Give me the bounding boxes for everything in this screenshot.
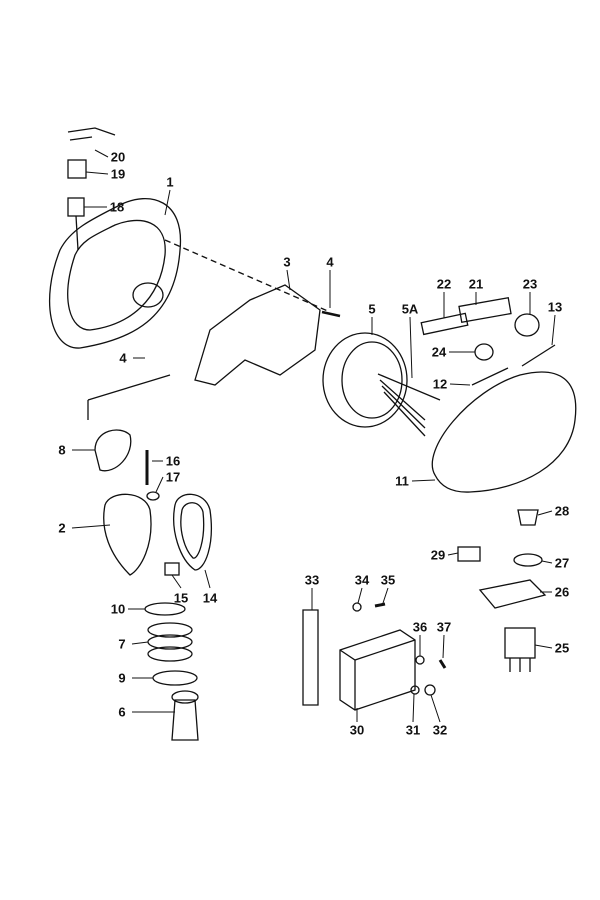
- part-22: [420, 312, 469, 336]
- part-12: [471, 367, 509, 386]
- part-label-15: 15: [173, 590, 189, 606]
- part-label-23: 23: [522, 276, 538, 292]
- part-23: [514, 313, 540, 337]
- part-label-18: 18: [109, 199, 125, 215]
- part-label-33: 33: [304, 572, 320, 588]
- part-label-26: 26: [554, 584, 570, 600]
- part-mirror-glass: [431, 371, 577, 493]
- part-label-5: 5: [368, 301, 376, 317]
- part-mirror-motor: [322, 332, 408, 428]
- part-label-4-upper: 4: [326, 254, 334, 270]
- part-ring-9: [152, 670, 198, 686]
- part-relay: [504, 627, 536, 659]
- part-15: [164, 562, 180, 576]
- part-label-16: 16: [165, 453, 181, 469]
- part-base: [103, 493, 152, 576]
- part-bracket-33: [302, 609, 319, 706]
- part-label-11: 11: [395, 473, 409, 489]
- part-29: [457, 546, 481, 562]
- part-label-7: 7: [118, 636, 126, 652]
- part-label-9: 9: [118, 670, 126, 686]
- part-label-13: 13: [547, 299, 563, 315]
- part-label-36: 36: [412, 619, 428, 635]
- part-spring-7: [147, 622, 193, 638]
- part-label-12: 12: [432, 376, 448, 392]
- part-label-21: 21: [468, 276, 484, 292]
- part-label-2: 2: [58, 520, 66, 536]
- part-20: [67, 127, 116, 141]
- part-label-32: 32: [432, 722, 448, 738]
- part-label-35: 35: [380, 572, 396, 588]
- part-label-6: 6: [118, 704, 126, 720]
- part-label-4-lower: 4: [119, 350, 127, 366]
- part-label-37: 37: [436, 619, 452, 635]
- part-label-28: 28: [554, 503, 570, 519]
- part-label-8: 8: [58, 442, 66, 458]
- part-13: [521, 344, 556, 367]
- part-control-unit: [339, 629, 416, 711]
- part-27: [513, 553, 543, 567]
- part-label-5a: 5A: [401, 301, 419, 317]
- part-label-30: 30: [349, 722, 365, 738]
- part-label-3: 3: [283, 254, 291, 270]
- part-18: [67, 197, 85, 217]
- part-label-22: 22: [436, 276, 452, 292]
- part-mirror-housing: [48, 197, 182, 349]
- part-label-1: 1: [166, 174, 174, 190]
- part-mirror-motor-mount: [132, 282, 164, 308]
- part-label-17: 17: [165, 469, 181, 485]
- part-label-10: 10: [110, 601, 126, 617]
- part-24: [474, 343, 494, 361]
- part-label-29: 29: [430, 547, 446, 563]
- part-label-19: 19: [110, 166, 126, 182]
- part-label-20: 20: [110, 149, 126, 165]
- part-label-14: 14: [202, 590, 218, 606]
- part-label-34: 34: [354, 572, 370, 588]
- part-28: [517, 509, 539, 526]
- part-label-24: 24: [431, 344, 447, 360]
- part-21: [458, 297, 512, 323]
- part-gasket: [173, 493, 212, 571]
- part-bracket: [194, 284, 321, 386]
- part-switch-26: [478, 579, 547, 609]
- part-label-31: 31: [405, 722, 421, 738]
- part-label-25: 25: [554, 640, 570, 656]
- part-19: [67, 159, 87, 179]
- part-pivot-6: [171, 699, 199, 741]
- part-label-27: 27: [554, 555, 570, 571]
- part-cap: [94, 429, 132, 472]
